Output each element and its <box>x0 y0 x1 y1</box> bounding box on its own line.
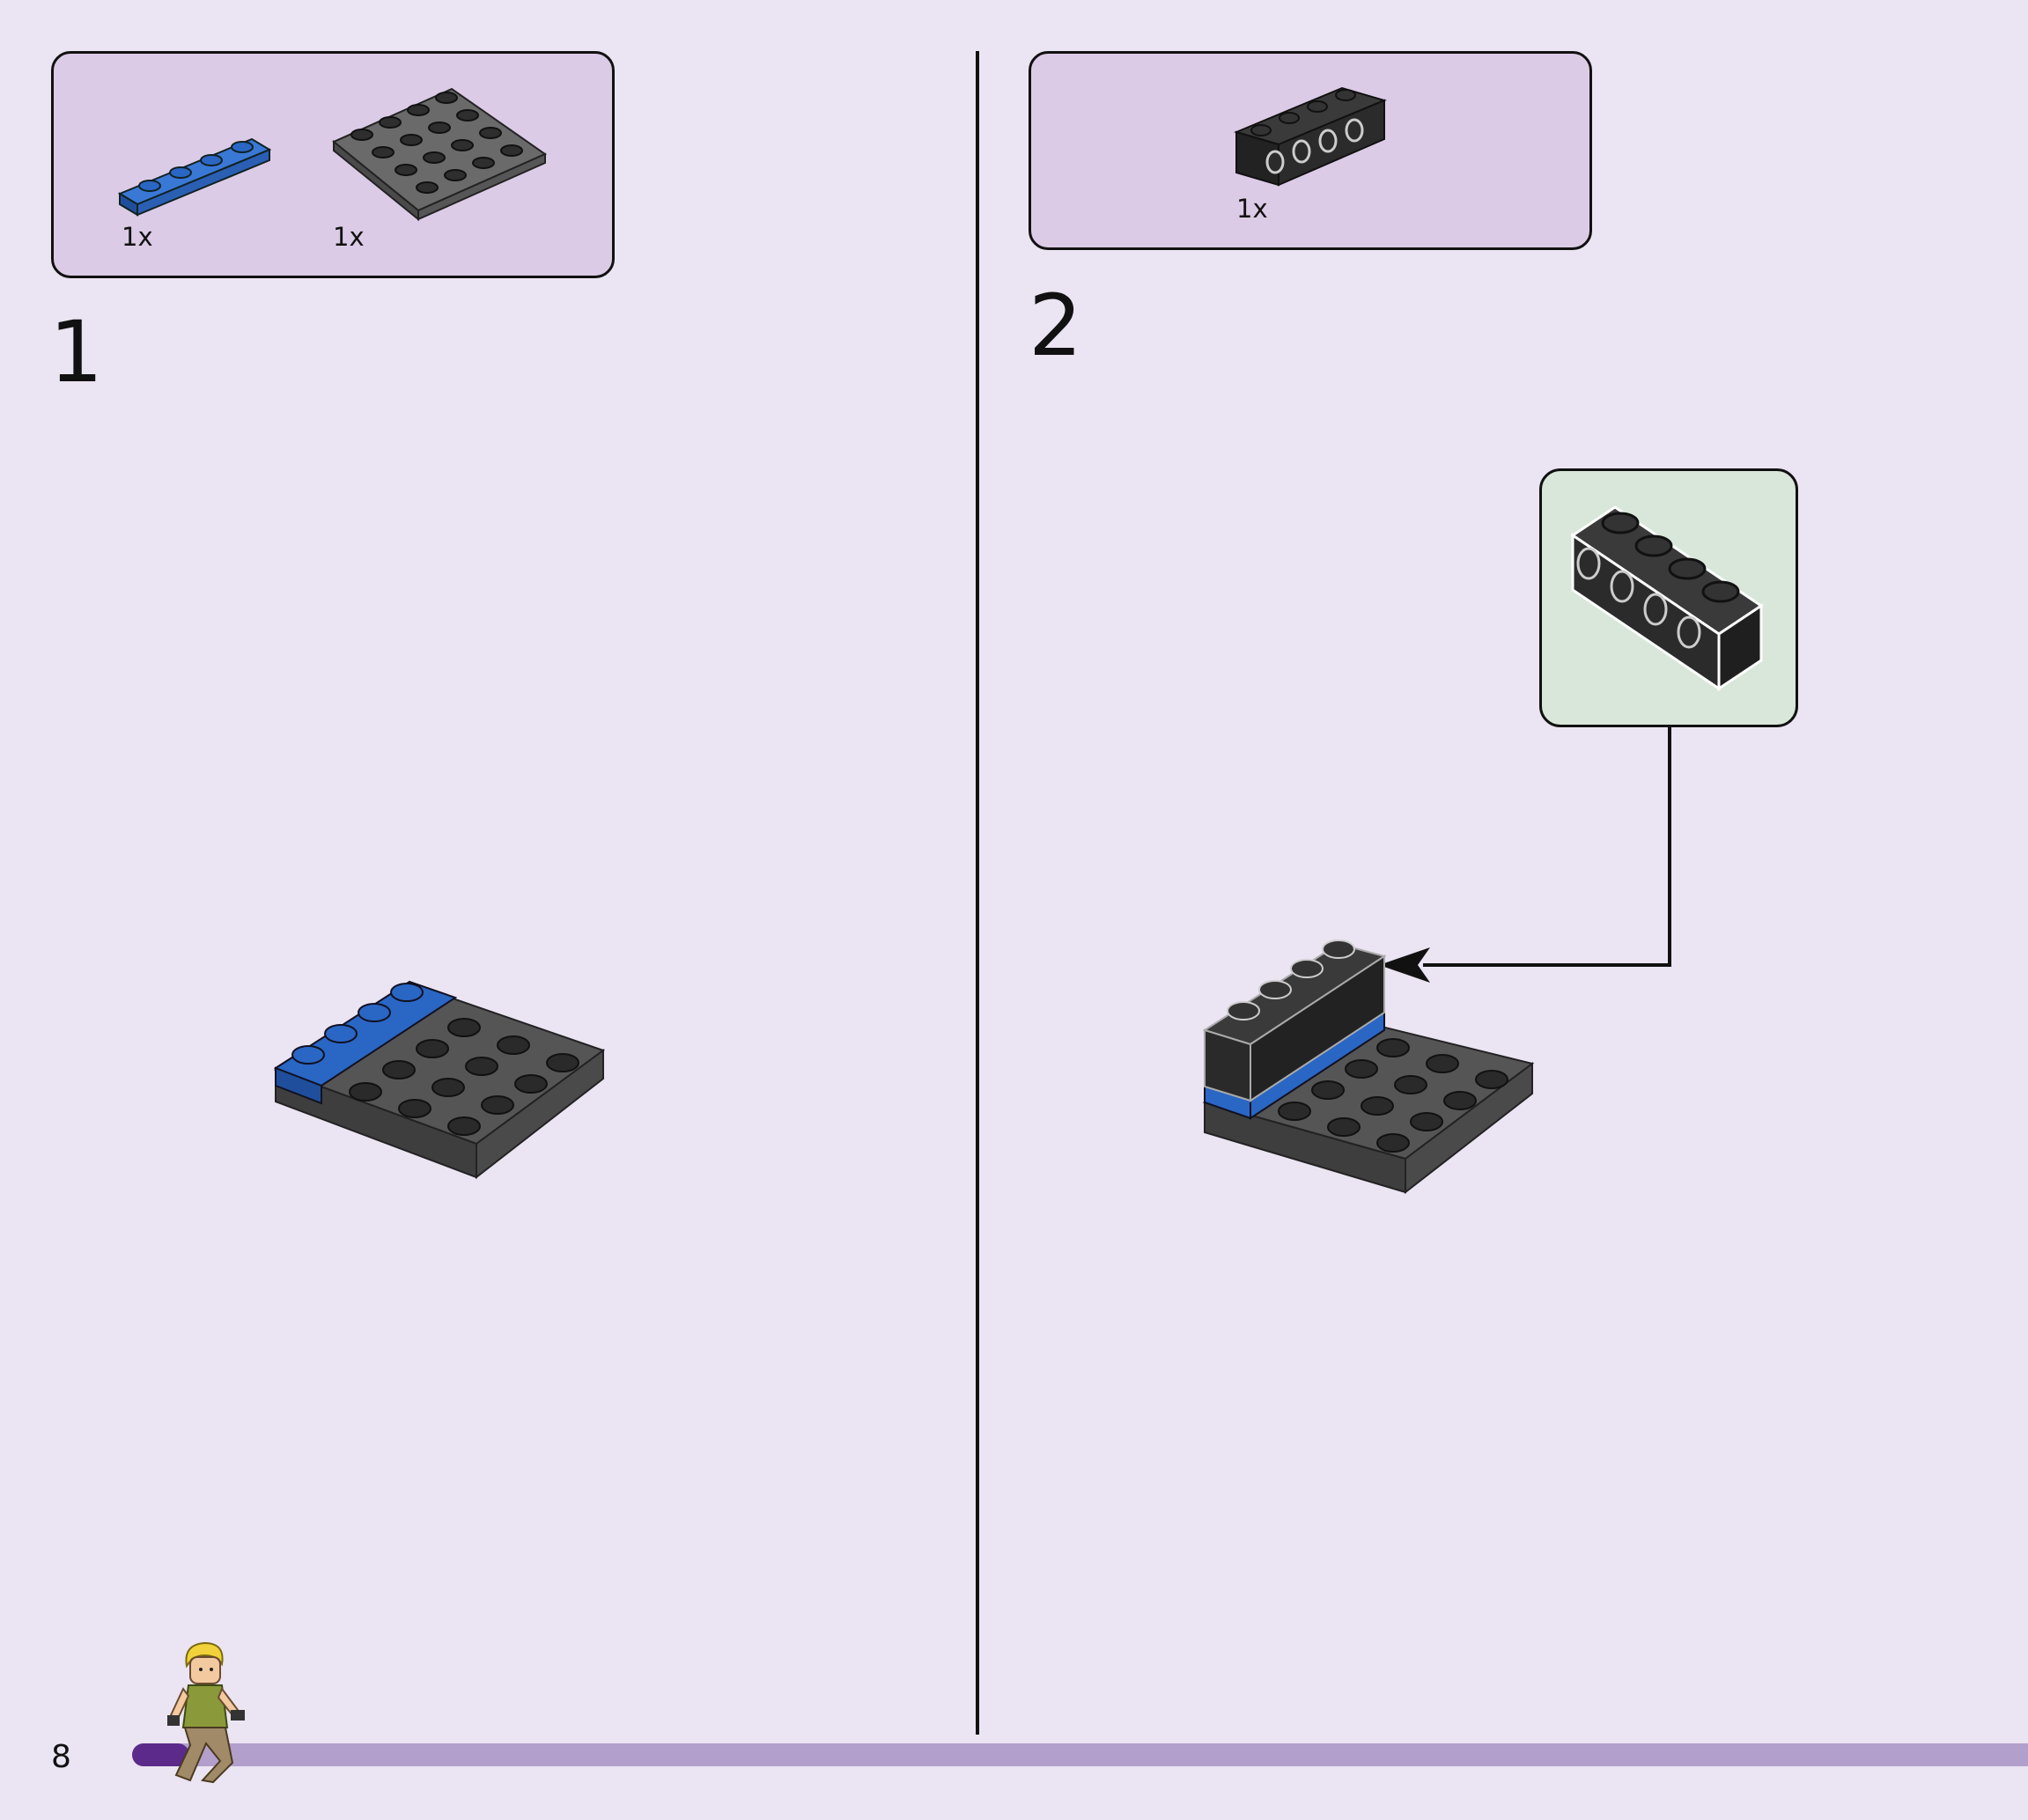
gray-plate-4x4-part-icon <box>332 87 548 222</box>
step-1-part-2-quantity: 1x <box>333 222 365 252</box>
step-divider <box>976 51 979 1735</box>
step-1-number: 1 <box>49 303 104 402</box>
step-1-assembly-illustration <box>273 980 606 1180</box>
step-1-part-1-quantity: 1x <box>122 222 153 252</box>
progress-bar-fill <box>132 1743 189 1766</box>
step-2-part-1-quantity: 1x <box>1236 194 1268 224</box>
step-2-assembly-illustration <box>1202 939 1535 1195</box>
callout-brick-detail-illustration <box>1570 505 1764 691</box>
progress-bar-track <box>132 1743 2028 1766</box>
step-2-number: 2 <box>1029 276 1083 375</box>
black-brick-side-studs-part-icon <box>1234 86 1387 187</box>
minifigure-icon <box>167 1641 245 1784</box>
page-number: 8 <box>51 1739 71 1775</box>
placement-arrow <box>1379 727 1671 983</box>
blue-plate-1x4-part-icon <box>117 137 272 217</box>
